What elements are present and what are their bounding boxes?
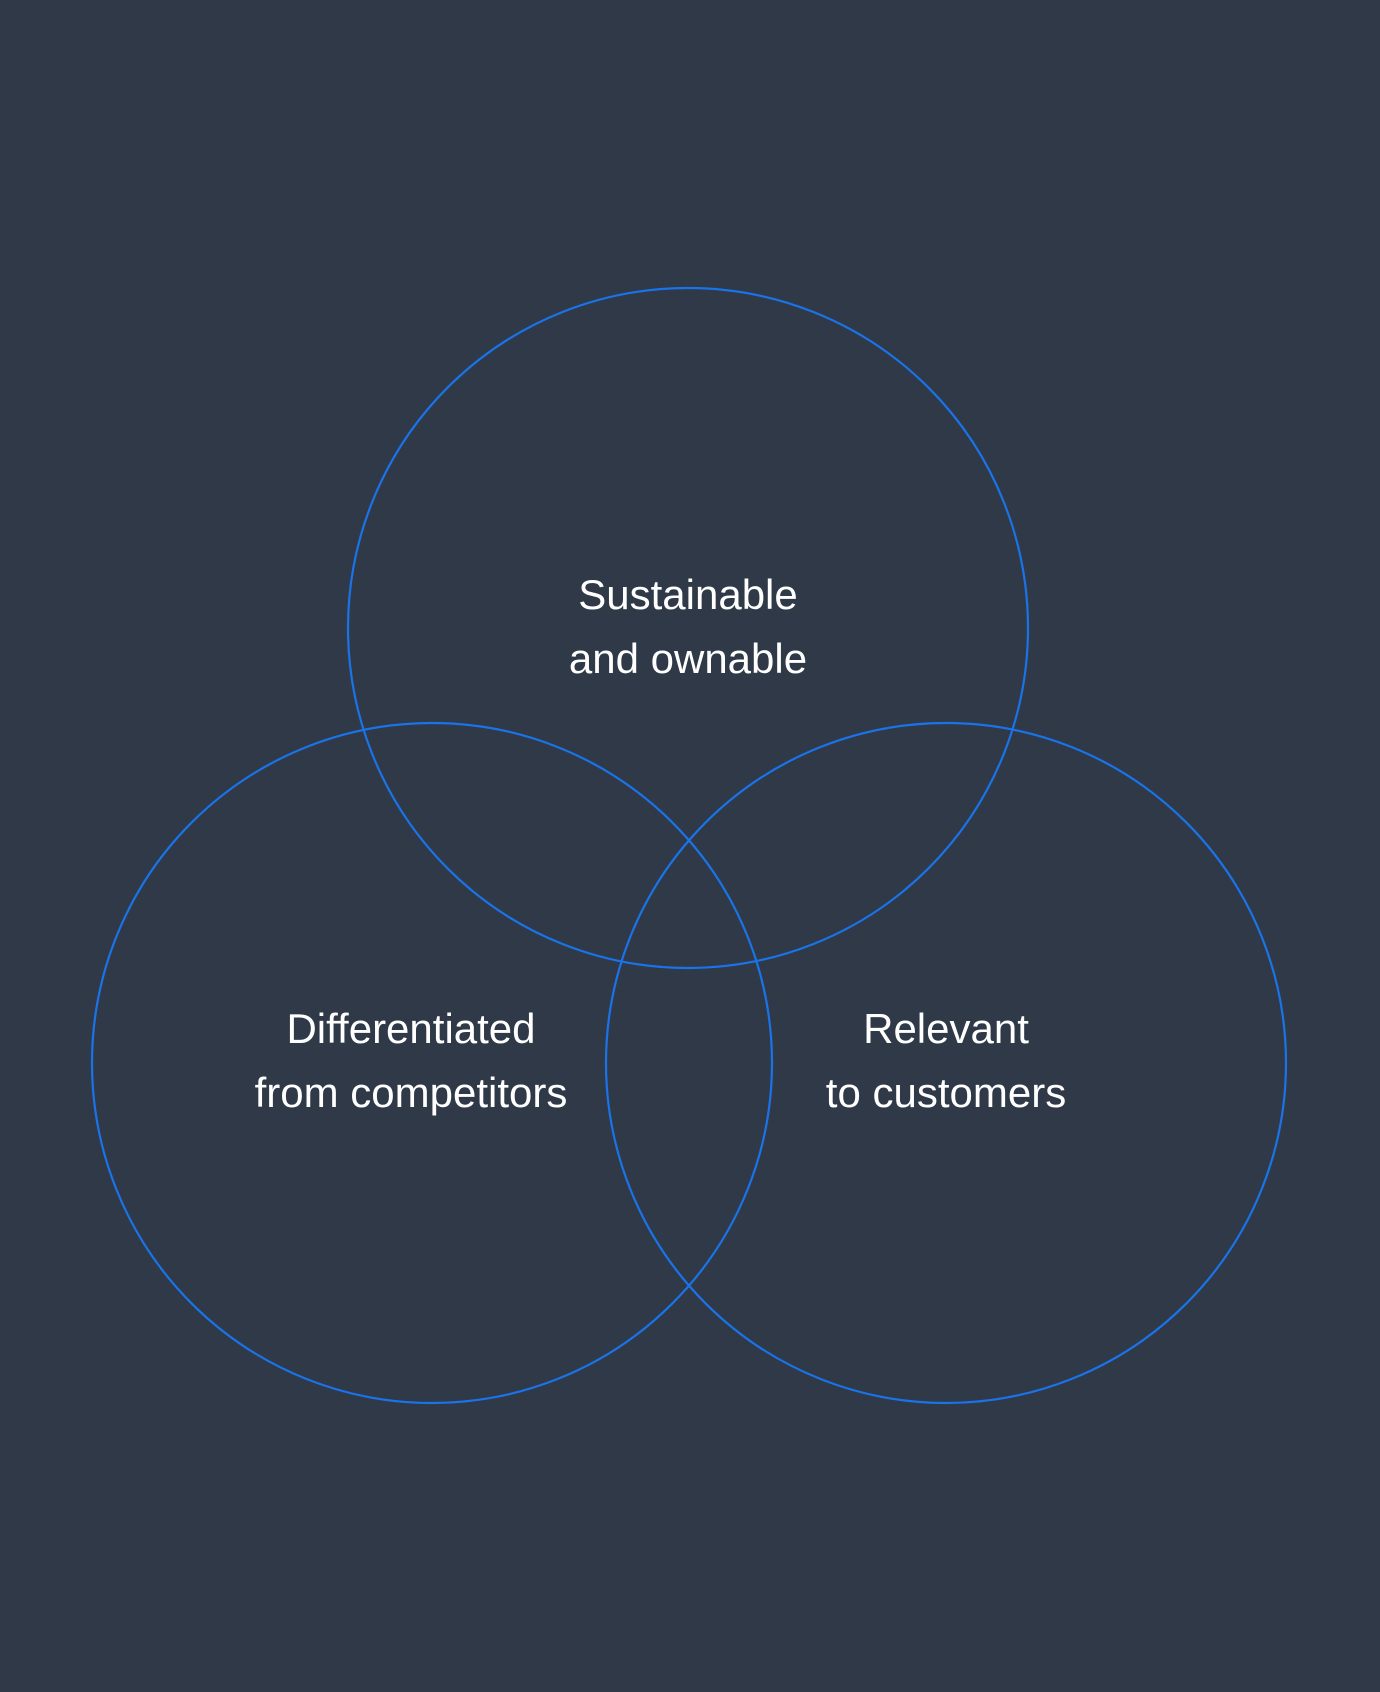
circle-sustainable: [346, 286, 1030, 970]
circle-differentiated: [90, 721, 774, 1405]
label-line: from competitors: [254, 1069, 568, 1116]
label-differentiated: Differentiated from competitors: [191, 997, 631, 1125]
label-relevant: Relevant to customers: [726, 997, 1166, 1125]
label-line: Differentiated: [286, 1005, 536, 1052]
circle-relevant: [604, 721, 1288, 1405]
label-sustainable: Sustainable and ownable: [468, 563, 908, 691]
label-line: and ownable: [568, 635, 808, 682]
label-line: to customers: [825, 1069, 1067, 1116]
label-line: Relevant: [863, 1005, 1029, 1052]
label-line: Sustainable: [578, 571, 798, 618]
